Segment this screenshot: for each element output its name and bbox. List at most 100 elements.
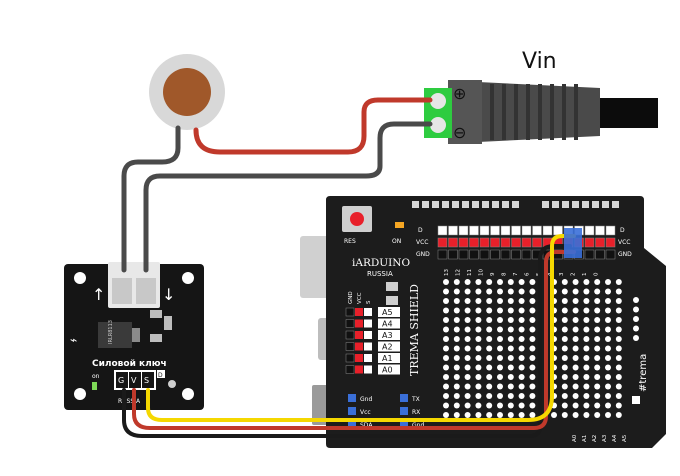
bottom-pin-label: TX [411, 396, 420, 403]
proto-hole [561, 402, 568, 409]
header-pin [469, 249, 479, 260]
header-pin [605, 249, 616, 260]
analog-vcc-pin [355, 308, 363, 316]
jack-ridge [574, 84, 578, 140]
proto-hole [529, 355, 536, 361]
proto-hole [507, 412, 514, 418]
proto-hole [561, 393, 568, 399]
proto-hole [594, 279, 601, 285]
proto-hole [486, 402, 493, 409]
proto-hole [633, 316, 639, 322]
proto-hole [443, 364, 449, 371]
analog-s-pin [364, 331, 372, 339]
switch-symbol-icon: ⌁ [70, 333, 77, 347]
proto-hole [529, 402, 536, 409]
header-pin [584, 237, 595, 248]
top-pad [582, 201, 589, 208]
bottom-row-label: A2 [592, 435, 598, 442]
proto-hole [443, 345, 449, 352]
mount-hole-tr [182, 272, 194, 284]
proto-hole [497, 345, 503, 352]
proto-hole [605, 374, 611, 380]
proto-hole [464, 288, 471, 295]
proto-hole [475, 279, 482, 285]
analog-vcc-pin [355, 354, 363, 362]
top-pad [592, 201, 599, 208]
proto-hole [583, 412, 590, 418]
proto-hole [443, 288, 449, 295]
proto-hole [453, 288, 460, 295]
proto-hole [518, 355, 525, 361]
proto-hole [529, 298, 536, 304]
header-pin [490, 249, 500, 260]
proto-hole [605, 288, 611, 295]
analog-label-box [378, 330, 400, 340]
wire-black-load [121, 125, 181, 273]
module-pin-s-box [142, 372, 154, 388]
proto-hole [497, 326, 503, 333]
proto-hole [443, 412, 449, 418]
top-pad [422, 201, 429, 208]
analog-gnd-pin [345, 365, 355, 374]
top-pad [442, 201, 449, 208]
proto-hole [615, 288, 622, 295]
proto-hole [497, 336, 503, 342]
proto-hole [497, 355, 503, 361]
reset-button[interactable] [342, 206, 372, 232]
proto-hole [475, 288, 482, 295]
proto-hole [605, 298, 611, 304]
proto-hole [497, 279, 503, 285]
header-pin [479, 237, 490, 248]
proto-hole [529, 393, 536, 399]
proto-hole [529, 288, 536, 295]
row-label-gnd-right: GND [618, 251, 632, 258]
proto-hole [529, 317, 536, 323]
module-pin-v: V [131, 376, 137, 385]
proto-hole [443, 374, 449, 380]
digital-pin-number: 11 [467, 269, 473, 276]
proto-hole [615, 345, 622, 352]
header-pin [553, 225, 563, 236]
load-core [163, 68, 211, 116]
proto-hole [583, 279, 590, 285]
module-pin-g-box [116, 372, 128, 388]
proto-hole [507, 345, 514, 352]
bottom-row-label: A5 [622, 434, 628, 442]
proto-hole [453, 402, 460, 409]
proto-hole [475, 412, 482, 418]
shield-marker [632, 396, 640, 404]
proto-hole [529, 326, 536, 333]
proto-hole [507, 288, 514, 295]
proto-hole [475, 383, 482, 390]
bottom-pin [348, 407, 356, 415]
proto-hole [453, 355, 460, 361]
jack-ridge [526, 84, 530, 140]
proto-hole [583, 298, 590, 304]
module-title: Силовой ключ [92, 359, 167, 369]
header-pin [584, 249, 595, 260]
res-label: RES [344, 238, 356, 245]
proto-hole [464, 317, 471, 323]
proto-hole [615, 317, 622, 323]
proto-hole [615, 383, 622, 390]
proto-hole [497, 317, 503, 323]
proto-hole [529, 364, 536, 371]
proto-hole [497, 412, 503, 418]
proto-hole [633, 297, 639, 303]
proto-hole [572, 345, 579, 352]
proto-hole [497, 374, 503, 380]
digital-pin-number: 3 [559, 272, 565, 276]
proto-hole [453, 364, 460, 371]
on-led [395, 222, 404, 228]
proto-hole [443, 298, 449, 304]
proto-hole [572, 393, 579, 399]
component-b [386, 296, 398, 305]
proto-hole [486, 317, 493, 323]
proto-hole [615, 402, 622, 409]
bottom-row-label: A1 [582, 435, 588, 442]
proto-hole [529, 279, 536, 285]
header-pin [500, 225, 511, 236]
